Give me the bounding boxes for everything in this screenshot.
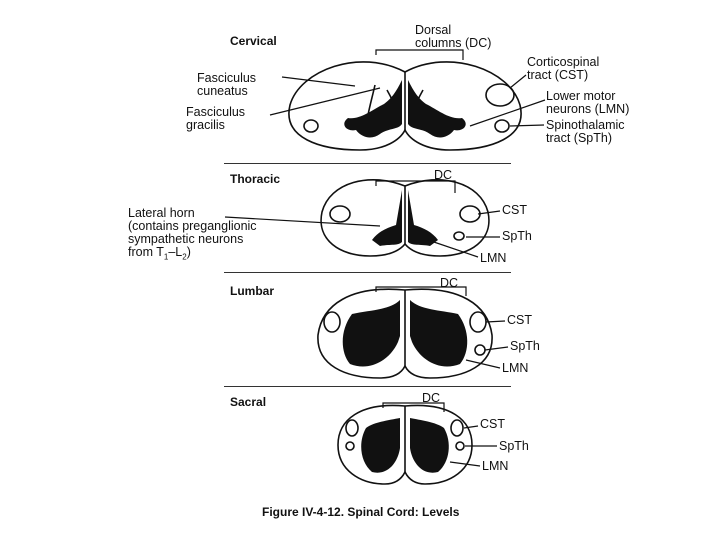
label-dc-sacral: DC (422, 391, 441, 405)
cervical-gray-matter-right (408, 80, 466, 138)
label-lmn-sacral: LMN (482, 459, 509, 473)
line-fasc-cuneatus (281, 76, 356, 87)
lumbar-gray-left (342, 300, 400, 367)
divider-line (224, 272, 511, 273)
bracket-dc-sacral (382, 402, 445, 412)
bracket-dc-lumbar (375, 286, 467, 296)
line-spth-cervical (509, 124, 545, 127)
label-cst-thoracic: CST (502, 203, 527, 217)
line-spth-lumbar (484, 346, 509, 351)
sacral-gray-left (361, 418, 400, 473)
sacral-spth-circle (455, 441, 465, 451)
line-lmn-thoracic (427, 239, 479, 258)
label-dorsal-columns: Dorsal columns (DC) (415, 23, 492, 50)
bracket-dc-thoracic (375, 180, 456, 193)
section-lumbar: Lumbar (230, 284, 275, 298)
label-dc-thoracic: DC (434, 168, 453, 182)
label-cst-lumbar: CST (507, 313, 532, 327)
lumbar-cst-circle-left (323, 311, 341, 333)
cervical-spth-circle-left (303, 119, 319, 133)
label-corticospinal-tract: Corticospinal tract (CST) (527, 55, 600, 82)
sacral-gray-right (410, 418, 449, 473)
cervical-cst-circle (485, 83, 515, 107)
label-fasciculus-cuneatus: Fasciculus cuneatus (197, 71, 257, 98)
section-cervical: Cervical (230, 34, 277, 48)
line-fasc-gracilis (269, 87, 381, 116)
line-cst-cervical (509, 74, 527, 89)
line-lmn-cervical (469, 99, 546, 127)
lumbar-cst-circle (469, 311, 487, 333)
cervical-dc-line-3 (367, 84, 376, 116)
sacral-spth-circle-left (345, 441, 355, 451)
line-cst-sacral (463, 425, 479, 429)
thoracic-spth-circle (453, 231, 465, 241)
cervical-spth-circle-right (494, 119, 510, 133)
line-lmn-sacral (449, 461, 481, 467)
label-cst-sacral: CST (480, 417, 505, 431)
lumbar-gray-right (410, 300, 468, 367)
bracket-dc-cervical (375, 49, 464, 60)
sacral-cst-circle-left (345, 419, 359, 437)
section-sacral: Sacral (230, 395, 267, 409)
thoracic-gray-right (408, 190, 438, 246)
divider-line (224, 386, 511, 387)
label-lmn-thoracic: LMN (480, 251, 507, 265)
label-dc-lumbar: DC (440, 276, 459, 290)
label-spth-thoracic: SpTh (502, 229, 532, 243)
label-spinothalamic-tract: Spinothalamic tract (SpTh) (546, 118, 625, 145)
thoracic-cst-circle-left (329, 205, 351, 223)
line-cst-lumbar (485, 320, 506, 323)
section-thoracic: Thoracic (230, 172, 281, 186)
label-fasciculus-gracilis: Fasciculus gracilis (186, 105, 246, 132)
label-spth-lumbar: SpTh (510, 339, 540, 353)
thoracic-cst-circle (459, 205, 481, 223)
thoracic-gray-left (372, 190, 402, 246)
label-lower-motor-neurons: Lower motor neurons (LMN) (546, 89, 630, 116)
line-cst-thoracic (477, 210, 501, 215)
label-lateral-horn: Lateral horn (contains preganglionic sym… (128, 206, 257, 262)
cervical-gray-matter-left (344, 80, 402, 138)
line-lmn-lumbar (465, 359, 501, 369)
label-spth-sacral: SpTh (499, 439, 529, 453)
divider-line (224, 163, 511, 164)
label-lmn-lumbar: LMN (502, 361, 529, 375)
lumbar-spth-circle (474, 344, 486, 356)
figure-caption: Figure IV-4-12. Spinal Cord: Levels (262, 505, 460, 519)
line-lateral-horn (224, 216, 381, 227)
sacral-cst-circle (450, 419, 464, 437)
